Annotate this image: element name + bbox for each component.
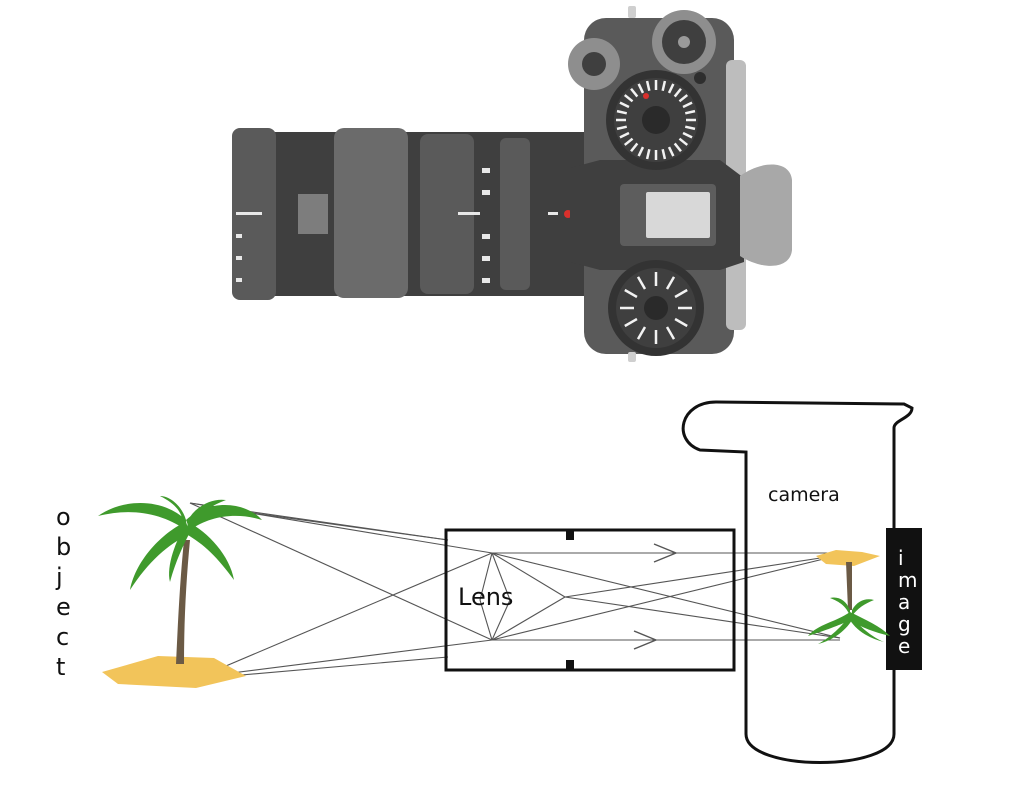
dial-tick — [661, 148, 667, 160]
lens-notch-bottom — [566, 660, 574, 670]
inverted-palm-tree-icon — [808, 550, 890, 644]
dial-tick — [624, 317, 638, 328]
lens-label: Lens — [458, 583, 514, 611]
dial-tick — [645, 80, 651, 92]
mode-dial-small-center — [582, 52, 606, 76]
hot-shoe-plate — [646, 192, 710, 238]
arrow-right-icon — [633, 543, 678, 650]
dial-tick — [674, 288, 688, 299]
shutter-dial-center — [642, 106, 670, 134]
image-label-letter: e — [898, 634, 911, 658]
light-rays — [189, 502, 841, 678]
dial-tick — [619, 101, 630, 109]
lens-barrel — [232, 132, 592, 296]
camera-top-view-icon — [232, 6, 792, 362]
dial-tick — [682, 131, 693, 139]
dial-tick — [678, 94, 689, 103]
palm-tree-on-sand-icon — [98, 496, 262, 688]
eyecup — [740, 164, 792, 266]
exposure-dial-center — [644, 296, 668, 320]
image-label-letter: a — [898, 590, 911, 614]
camera-label: camera — [768, 484, 840, 506]
shutter-dial-ticks — [616, 80, 696, 160]
dial-tick — [673, 142, 682, 153]
object-label-letter: b — [56, 533, 72, 561]
image-label-letter: g — [898, 612, 911, 636]
dial-tick — [616, 109, 628, 115]
dial-tick — [645, 148, 651, 160]
image-label-letter: m — [898, 568, 918, 592]
lens-notch-top — [566, 530, 574, 540]
dial-tick — [619, 131, 630, 139]
exposure-dial-ticks — [620, 272, 692, 344]
shutter-dial-red-dot — [643, 93, 649, 99]
lens-focus-ring — [334, 128, 408, 298]
dial-tick — [673, 87, 682, 98]
top-right-dial-center — [678, 36, 690, 48]
dial-tick — [678, 137, 689, 146]
dial-tick — [682, 101, 693, 109]
strap-lug-top — [628, 6, 636, 18]
dial-tick — [637, 146, 645, 157]
image-label-letter: i — [898, 546, 904, 570]
lens-box — [444, 528, 736, 672]
small-button — [694, 72, 706, 84]
image-sensor-strip — [886, 528, 922, 670]
dial-tick — [637, 83, 645, 94]
dial-tick — [665, 326, 676, 340]
dial-tick — [667, 146, 675, 157]
lens-zoom-ring — [420, 134, 474, 294]
dial-tick — [623, 137, 634, 146]
lens-mount — [500, 138, 530, 290]
dial-tick — [623, 94, 634, 103]
dial-tick — [684, 109, 696, 115]
strap-lug-bottom — [628, 352, 636, 362]
dial-tick — [674, 317, 688, 328]
dial-tick — [624, 288, 638, 299]
dial-tick — [667, 83, 675, 94]
object-label-letter: t — [56, 653, 66, 681]
object-label-letter: j — [56, 563, 63, 591]
dial-tick — [630, 87, 639, 98]
dial-tick — [630, 142, 639, 153]
camera-outline — [681, 400, 914, 764]
dial-tick — [665, 276, 676, 290]
object-label-letter: o — [56, 503, 71, 531]
dial-tick — [636, 326, 647, 340]
dial-tick — [636, 276, 647, 290]
dial-tick — [661, 80, 667, 92]
object-label-letter: e — [56, 593, 71, 621]
dial-tick — [616, 125, 628, 131]
lens-scale-marks — [236, 168, 558, 283]
object-label-letter: c — [56, 623, 70, 651]
lens-grip-texture — [298, 194, 328, 234]
dial-tick — [684, 125, 696, 131]
